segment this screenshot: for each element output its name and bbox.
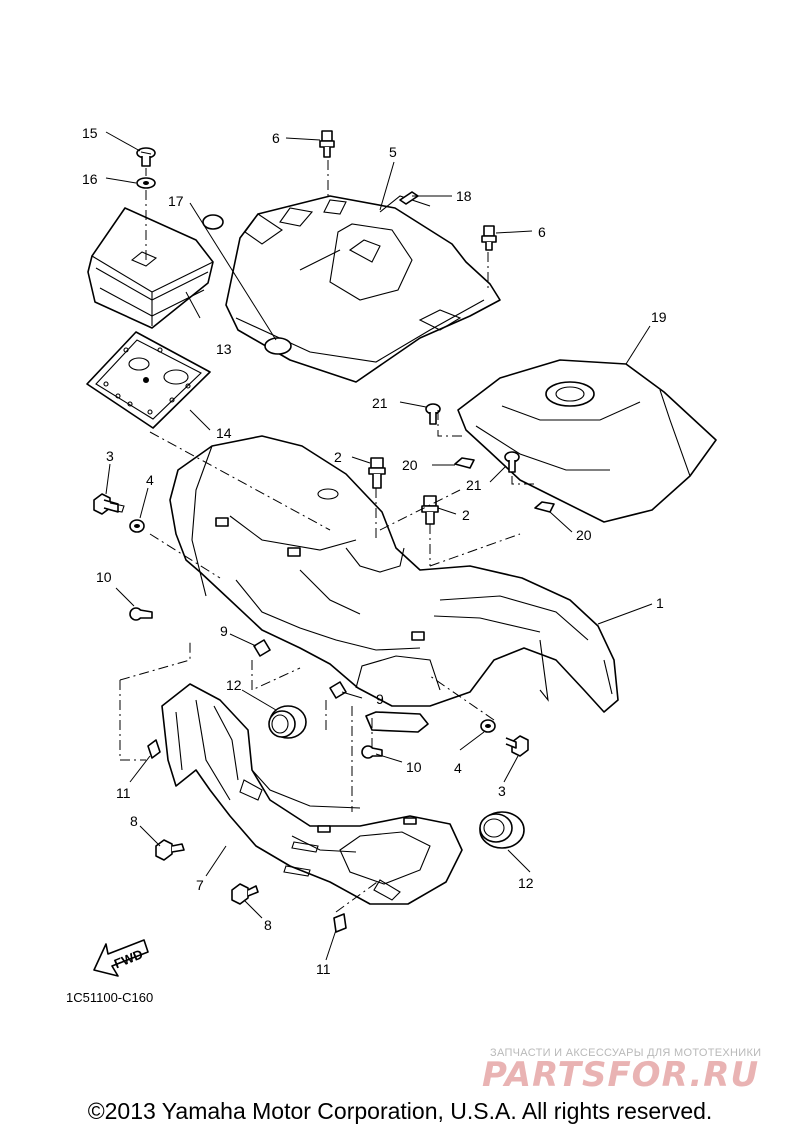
callout-15: 15 (82, 125, 98, 141)
part-14-gasket (86, 331, 211, 429)
callout-20-a: 20 (402, 457, 418, 473)
part-3-bolt-right (505, 735, 529, 757)
part-7-lower-guard (161, 683, 463, 905)
fwd-arrow-icon: FWD (93, 939, 149, 977)
part-16-washer (136, 177, 156, 189)
part-12-boot-a (268, 705, 307, 739)
callout-9-b: 9 (376, 691, 384, 707)
callout-10-b: 10 (406, 759, 422, 775)
part-12-boot-b (479, 811, 525, 849)
callout-11-a: 11 (116, 785, 131, 801)
part-20-nut-a (454, 457, 475, 469)
part-9-clip-b (329, 681, 347, 699)
part-2-bolt-b (421, 495, 439, 525)
part-2-bolt-a (368, 457, 386, 489)
part-1-front-fender (169, 435, 619, 733)
assembly-lines (119, 160, 536, 913)
part-11-clip-b (333, 913, 347, 933)
callout-12-a: 12 (226, 677, 242, 693)
part-15-screw (136, 147, 156, 167)
part-8-bolt-b (231, 883, 259, 905)
part-6-bolt-a (319, 130, 335, 158)
part-4-grommet-left (129, 519, 145, 533)
callout-6-b: 6 (538, 224, 546, 240)
watermark-tagline: ЗАПЧАСТИ И АКСЕССУАРЫ ДЛЯ МОТОТЕХНИКИ (490, 1047, 761, 1059)
callout-5: 5 (389, 144, 397, 160)
callout-2-b: 2 (462, 507, 470, 523)
part-20-nut-b (534, 501, 555, 513)
part-10-screw-left (129, 607, 153, 621)
callout-20-b: 20 (576, 527, 592, 543)
leader-lines (105, 131, 653, 961)
callout-1: 1 (656, 595, 664, 611)
callout-12-b: 12 (518, 875, 534, 891)
part-9-clip-a (253, 639, 271, 657)
diagram-code: 1C51100-C160 (66, 990, 153, 1005)
part-13-cover (87, 207, 214, 329)
callout-4-b: 4 (454, 760, 462, 776)
callout-10-a: 10 (96, 569, 112, 585)
callout-7: 7 (196, 877, 204, 893)
copyright-notice: ©2013 Yamaha Motor Corporation, U.S.A. A… (87, 1098, 713, 1124)
part-8-bolt-a (155, 839, 185, 861)
callout-8-a: 8 (130, 813, 138, 829)
part-6-bolt-b (481, 225, 497, 251)
part-21-screw-a (425, 403, 441, 425)
watermark-logo: PARTSFOR.RU (482, 1055, 759, 1095)
callout-4-a: 4 (146, 472, 154, 488)
part-3-bolt-left (93, 493, 125, 515)
part-11-clip-a (147, 739, 161, 759)
callout-18: 18 (456, 188, 472, 204)
callout-9-a: 9 (220, 623, 228, 639)
callout-13: 13 (216, 341, 232, 357)
callout-16: 16 (82, 171, 98, 187)
callout-3-a: 3 (106, 448, 114, 464)
part-10-screw-right (361, 745, 383, 759)
callout-8-b: 8 (264, 917, 272, 933)
callout-3-b: 3 (498, 783, 506, 799)
callout-2-a: 2 (334, 449, 342, 465)
callout-21-a: 21 (372, 395, 388, 411)
part-17-emblem (202, 214, 224, 230)
part-19-tank-cover (457, 359, 717, 523)
part-4-grommet-right (480, 719, 496, 733)
callout-17: 17 (168, 193, 184, 209)
callout-14: 14 (216, 425, 232, 441)
callout-19: 19 (651, 309, 667, 325)
watermark: ЗАПЧАСТИ И АКСЕССУАРЫ ДЛЯ МОТОТЕХНИКИ PA… (482, 1047, 761, 1095)
part-5-front-panel (225, 195, 501, 383)
part-21-screw-b (504, 451, 520, 473)
callout-11-b: 11 (316, 961, 331, 977)
callout-21-b: 21 (466, 477, 482, 493)
callout-6-a: 6 (272, 130, 280, 146)
callout-labels: 15 16 17 6 5 18 6 13 14 19 21 2 20 21 2 … (82, 125, 667, 977)
part-18-clip (399, 191, 419, 205)
